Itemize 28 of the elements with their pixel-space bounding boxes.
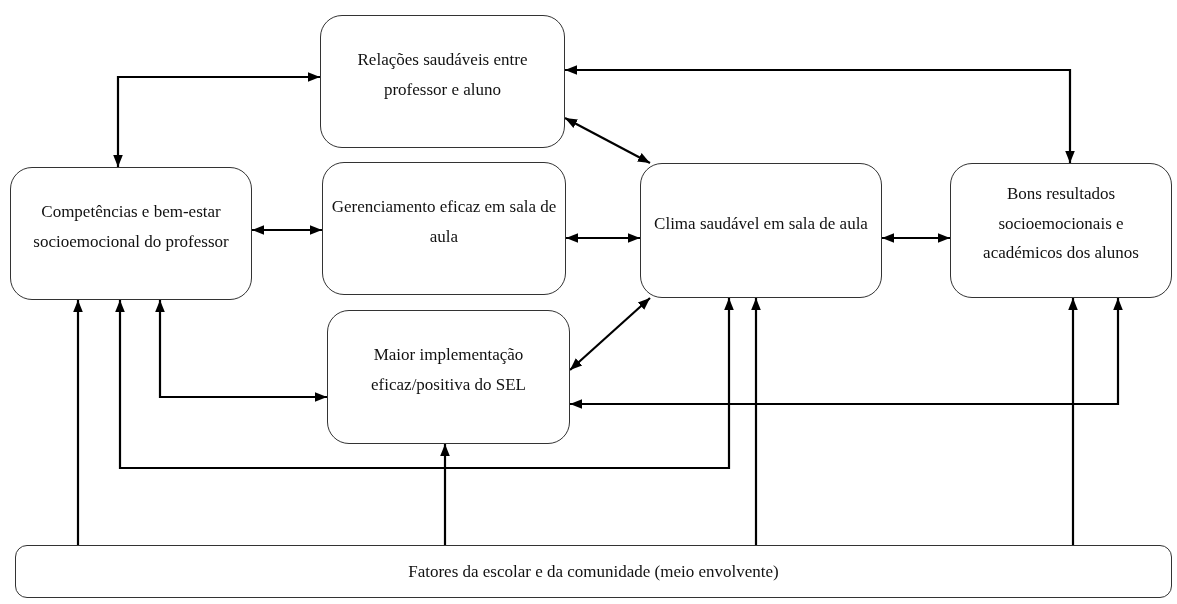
arrow	[564, 117, 651, 164]
box-text: Bons resultados socioemocionais e académicos dos alunos	[982, 182, 1140, 265]
box-text: Clima saudável em sala de aula	[654, 212, 868, 235]
rounded-box	[320, 15, 565, 148]
rounded-box	[322, 162, 566, 295]
arrow	[882, 233, 950, 243]
arrow	[155, 300, 327, 402]
rounded-box	[950, 163, 1172, 298]
arrow	[252, 225, 322, 235]
arrow	[565, 65, 1075, 163]
arrow	[1068, 298, 1078, 545]
box-text: Fatores da escolar e da comunidade (meio envolvente)	[408, 560, 779, 583]
rounded-box	[327, 310, 570, 444]
arrow	[569, 297, 651, 371]
arrow	[113, 72, 320, 167]
box-text: Competências e bem-estar socioemocional do professor	[32, 200, 230, 253]
arrow	[115, 298, 734, 470]
rounded-box	[640, 163, 882, 298]
rounded-box	[15, 545, 1172, 598]
arrow	[440, 444, 450, 545]
arrow	[751, 298, 761, 545]
box-text: Maior implementação eficaz/positiva do SEL	[370, 344, 527, 396]
arrow	[570, 298, 1123, 409]
box-text: Relações saudáveis entre professor e aluno	[356, 48, 529, 101]
arrow	[73, 300, 83, 545]
arrow	[566, 233, 640, 243]
rounded-box	[10, 167, 252, 300]
box-text: Gerenciamento eficaz em sala de aula	[331, 195, 557, 248]
